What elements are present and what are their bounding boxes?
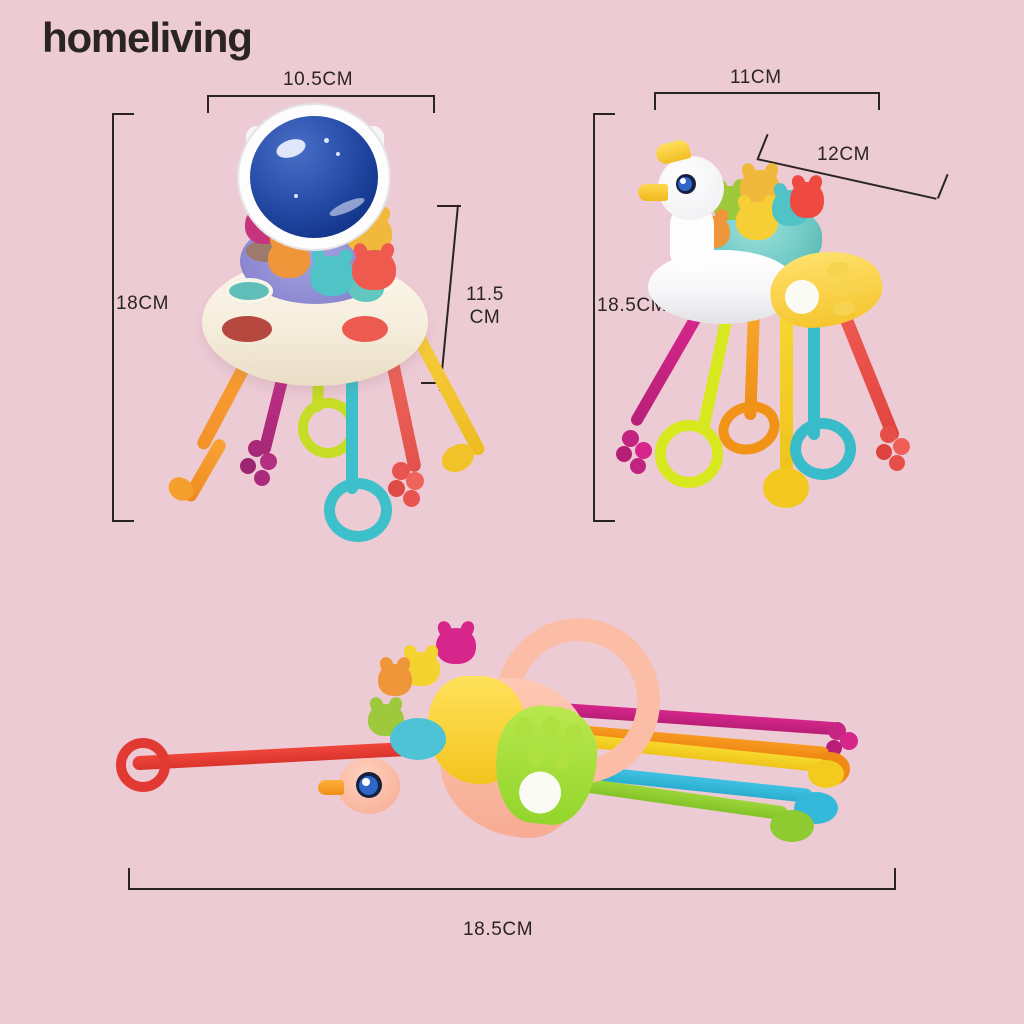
brand-logo: homeliving	[42, 14, 253, 61]
dim-tick-duck-width-left	[654, 92, 656, 110]
dim-tick-astronaut-height-top	[112, 113, 134, 115]
dim-rule-duck-height	[593, 113, 595, 522]
flamingo-critter-orange	[378, 664, 412, 696]
duck-critter-red	[790, 182, 824, 218]
dim-rule-astronaut-width	[207, 95, 435, 97]
dim-label-flamingo-length: 18.5CM	[463, 919, 534, 940]
flamingo-toy-illustration	[110, 596, 900, 870]
duck-toy-illustration	[600, 130, 930, 550]
dim-label-duck-width: 11CM	[730, 67, 782, 88]
flamingo-beak	[318, 780, 344, 795]
dim-tick-astronaut-width-right	[433, 95, 435, 113]
dim-label-astronaut-height: 18CM	[116, 293, 170, 314]
dim-tick-astronaut-height-bottom	[112, 520, 134, 522]
dim-tick-astronaut-base-top	[437, 205, 461, 207]
dim-rule-flamingo-length	[128, 888, 896, 890]
critter-red	[352, 250, 396, 290]
dim-tick-flamingo-right	[894, 868, 896, 890]
flamingo-pad-teal	[390, 718, 446, 760]
astronaut-helmet	[250, 116, 378, 238]
flamingo-eye	[356, 772, 382, 798]
base-port-teal	[225, 278, 273, 304]
dim-tick-duck-diagonal-end	[937, 173, 949, 199]
duck-eye	[676, 174, 696, 194]
base-knob-red	[342, 316, 388, 342]
duck-critter-yellow	[736, 202, 778, 240]
flamingo-critter-magenta	[436, 628, 476, 664]
dim-tick-flamingo-left	[128, 868, 130, 890]
dim-rule-astronaut-height	[112, 113, 114, 522]
dim-rule-duck-width	[654, 92, 880, 94]
dim-label-astronaut-width: 10.5CM	[283, 69, 354, 90]
duck-beak	[638, 184, 668, 201]
dim-tick-astronaut-base-bottom	[421, 382, 445, 384]
critter-teal	[310, 256, 354, 296]
astronaut-toy-illustration	[150, 110, 487, 542]
dim-tick-duck-height-bottom	[593, 520, 615, 522]
dim-tick-duck-height-top	[593, 113, 615, 115]
dim-label-duck-diagonal: 12CM	[817, 144, 871, 165]
dim-label-duck-height: 18.5CM	[597, 295, 668, 316]
dim-tick-duck-width-right	[878, 92, 880, 110]
dim-label-astronaut-base: 11.5 CM	[466, 284, 504, 329]
base-port-red	[222, 316, 272, 342]
dim-tick-astronaut-width-left	[207, 95, 209, 113]
critter-orange	[268, 240, 310, 278]
